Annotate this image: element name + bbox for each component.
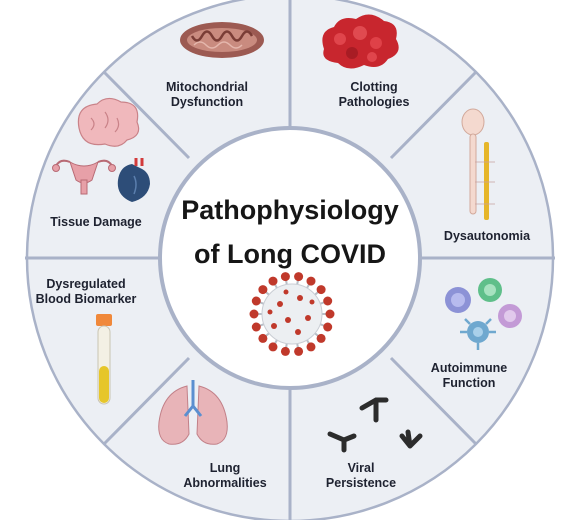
mitochondrion-icon: [180, 22, 264, 58]
virus-spike-tip: [268, 276, 278, 286]
immune-cells-icon: [445, 278, 522, 350]
virus-spike-tip: [306, 276, 316, 286]
segment-label-line: Abnormalities: [183, 476, 266, 490]
segment-label-line: Autoimmune: [431, 361, 507, 375]
virus-spike-tip: [306, 342, 316, 352]
heart-icon: [117, 158, 150, 202]
segment-label-dysauto: Dysautonomia: [444, 229, 531, 243]
title-line-2: of Long COVID: [194, 239, 386, 269]
segment-label-line: Dysfunction: [171, 95, 243, 109]
segment-label-line: Blood Biomarker: [36, 292, 137, 306]
segment-label-line: Lung: [210, 461, 241, 475]
coronavirus-icon: [249, 272, 335, 356]
virus-spike-tip: [251, 296, 261, 306]
virus-spike-tip: [325, 309, 335, 319]
blood-clot-icon: [322, 14, 399, 69]
virus-spike-tip: [316, 333, 326, 343]
segment-label-line: Dysregulated: [46, 277, 125, 291]
virus-spike-tip: [258, 333, 268, 343]
segment-dividers: [25, 0, 555, 522]
virus-spike-tip: [251, 322, 261, 332]
segment-label-line: Dysautonomia: [444, 229, 531, 243]
segment-label-line: Pathologies: [339, 95, 410, 109]
virus-spike-tip: [294, 272, 304, 282]
virus-spike-tip: [316, 285, 326, 295]
center-circle: [158, 126, 422, 390]
brain-icon: [77, 97, 140, 147]
virus-spike-tip: [258, 285, 268, 295]
segment-label-line: Tissue Damage: [50, 215, 142, 229]
segment-label-line: Clotting: [350, 80, 397, 94]
antibody-icon: [327, 397, 423, 453]
segment-label-line: Function: [443, 376, 496, 390]
segment-label-line: Mitochondrial: [166, 80, 248, 94]
segment-label-tissue: Tissue Damage: [50, 215, 142, 229]
lungs-icon: [158, 380, 228, 445]
organs-icon: [52, 97, 150, 202]
blood-tube-icon: [96, 314, 112, 405]
virus-spike-tip: [268, 342, 278, 352]
nervous-system-icon: [461, 108, 495, 220]
virus-spike-tip: [280, 346, 290, 356]
virus-spike-tip: [249, 309, 259, 319]
uterus-icon: [52, 159, 116, 195]
title-line-1: Pathophysiology: [181, 195, 399, 225]
virus-spike-tip: [294, 346, 304, 356]
segment-label-line: Persistence: [326, 476, 396, 490]
virus-spike-tip: [280, 272, 290, 282]
virus-spike-tip: [323, 322, 333, 332]
virus-spike-tip: [323, 296, 333, 306]
segment-label-line: Viral: [348, 461, 375, 475]
